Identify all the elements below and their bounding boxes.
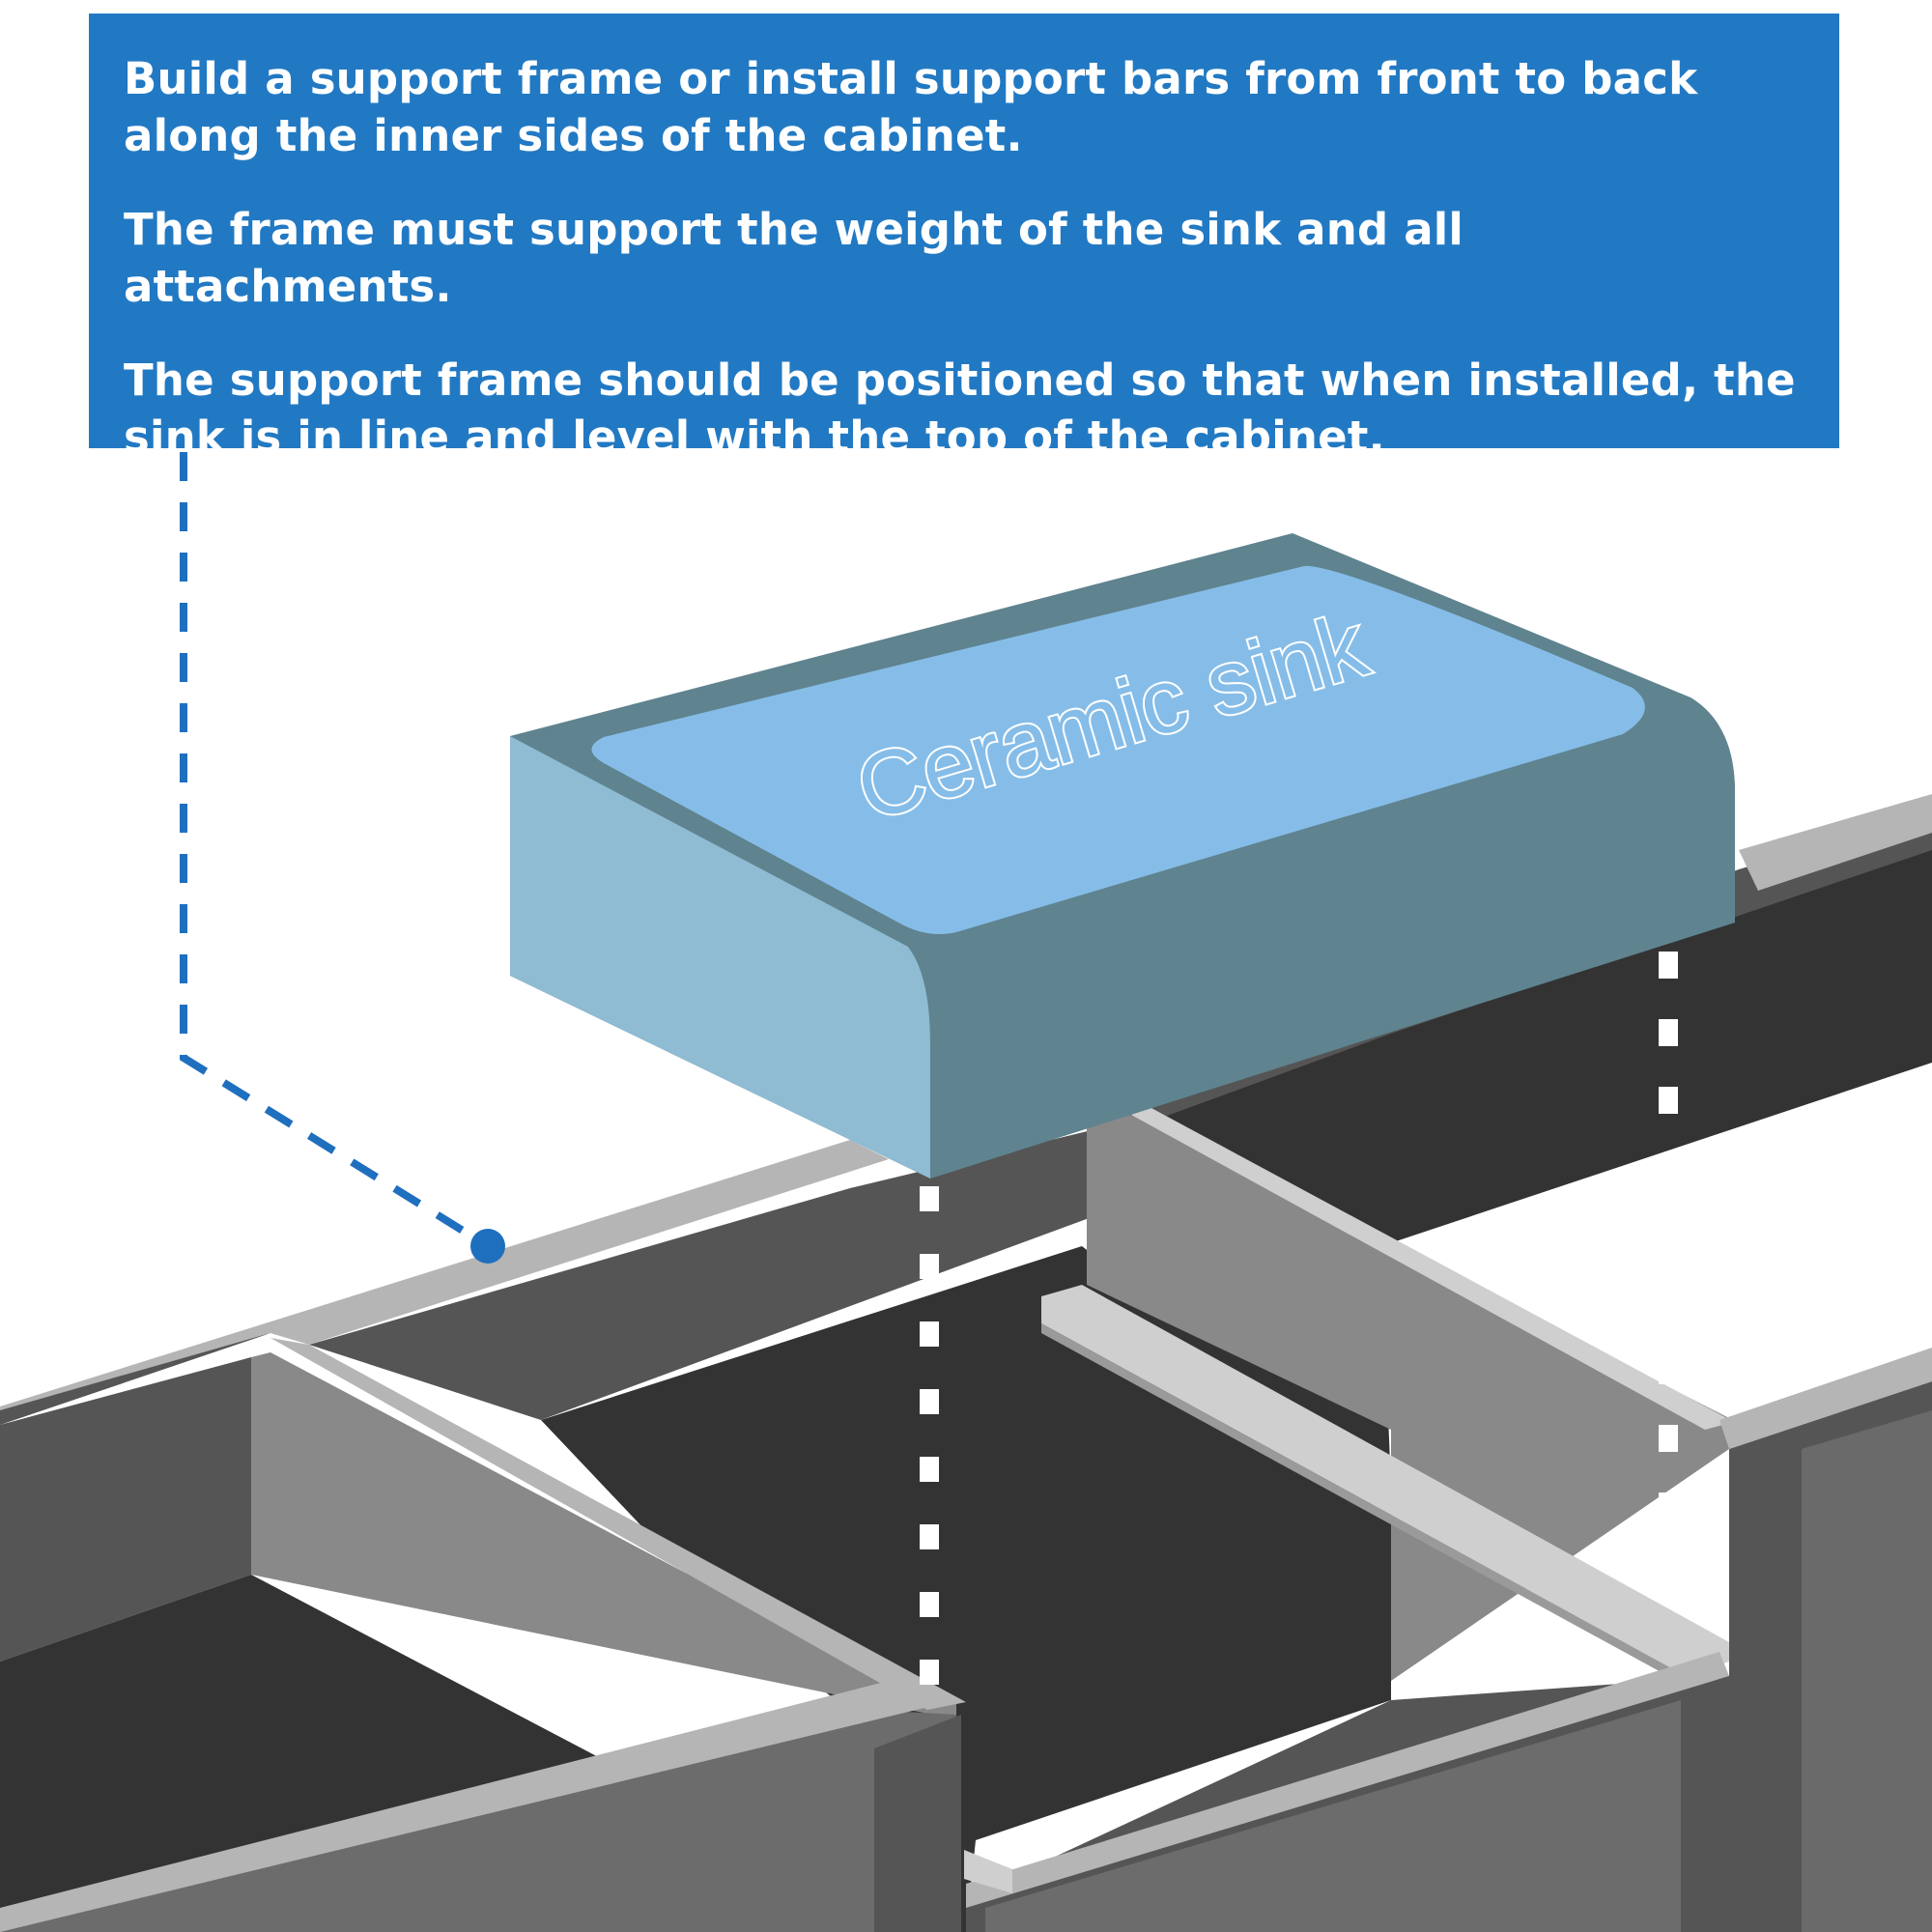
sink-inner-panel [591,565,1645,935]
sink-front-right-face [908,697,1735,1179]
cabinet-front-right-rim [966,1652,1729,1908]
cabinet-left-back-inner [0,1357,251,1662]
cabinet-divider-left [251,1352,956,1719]
sink-front-face [510,736,930,1179]
cabinet-floor-left [0,1575,628,1932]
support-bar-side [1041,1323,1686,1686]
alignment-guides [920,952,1678,1686]
cabinet-front-left-wall [0,1710,956,1932]
cabinet-divider-left-top [270,1338,966,1710]
support-bar [1041,1285,1729,1676]
instruction-text-2: The frame must support the weight of the… [124,204,1464,312]
cabinet [0,794,1932,1932]
leader-dot [470,1229,505,1264]
cabinet-divider-right-top [1121,1107,1734,1430]
instruction-text-1: Build a support frame or install support… [124,53,1698,161]
cabinet-right-front-panel [1802,1410,1932,1932]
cabinet-top-rim-left [0,1140,889,1425]
instruction-banner: Build a support frame or install support… [89,14,1839,463]
instruction-text-3: The support frame should be positioned s… [124,355,1796,463]
cabinet-right-rim [1719,1348,1932,1449]
cabinet-front-left-edge [874,1715,961,1932]
cabinet-front-right-panel [985,1700,1681,1932]
leader-dashed-line [180,452,491,1250]
cabinet-top-rim-right [1739,794,1932,891]
cabinet-floor-center [541,1246,1391,1932]
cabinet-back-wall-upper [309,1130,1092,1420]
ceramic-sink: Ceramic sink [510,533,1735,1179]
cabinet-divider-right [1087,1107,1729,1681]
leader-line [180,452,505,1264]
cabinet-left-outer-wall [0,1333,270,1425]
cabinet-small-ledge [964,1850,1012,1893]
cabinet-front-left-rim [0,1681,956,1932]
